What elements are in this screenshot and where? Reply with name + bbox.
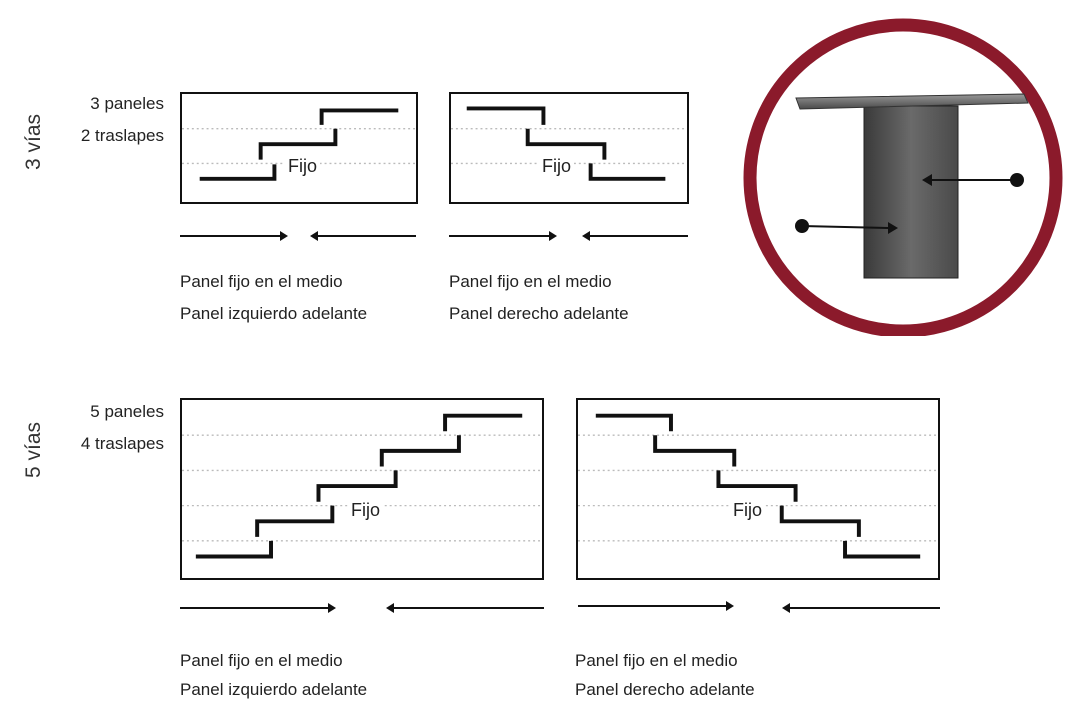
panel-step [779,505,861,537]
three-way-overlaps-count: 2 traslapes [80,126,164,145]
three-way-left-caption-1: Panel fijo en el medio [180,272,343,291]
panel-step [466,106,546,125]
panel-step [379,435,461,467]
arrow-left-icon [782,603,940,613]
five-way-panels-count: 5 paneles [90,402,164,421]
fixed-panel-label: Fijo [285,156,321,176]
three-way-right-caption-2: Panel derecho adelante [449,304,629,323]
arrow-left-icon [582,231,688,241]
three-way-left-diagram: Fijo [180,92,418,204]
pointer-dot [795,219,809,233]
five-way-left-diagram: Fijo [180,398,544,580]
five-way-left-panels [182,413,542,559]
three-way-right-diagram: Fijo [449,92,689,204]
three-way-right-panels [451,106,687,181]
arrow-left-icon [310,231,416,241]
three-way-left-panels [182,108,416,181]
pointer-arrow [888,222,898,234]
three-way-panels-count: 3 paneles [90,94,164,113]
pointer-line [801,225,889,229]
five-way-right-caption-1: Panel fijo en el medio [575,651,738,670]
post-profile [863,105,959,279]
panel-step [319,108,399,125]
panel-step [258,128,338,160]
three-way-left-caption-2: Panel izquierdo adelante [180,304,368,323]
cap-plate [795,93,1029,110]
five-way-left-caption-2: Panel izquierdo adelante [180,680,368,699]
arrow-left-icon [386,603,544,613]
arrow-right-icon [578,601,734,611]
pointer-dot [1010,173,1024,187]
panel-step [195,540,273,559]
pointer-arrow [922,174,932,186]
panel-step [653,435,737,467]
arrow-right-icon [180,231,288,241]
fixed-panel-label: Fijo [539,156,575,176]
profile-detail-icon [743,18,1063,336]
five-way-overlaps-count: 4 traslapes [80,434,164,453]
panel-step [588,163,666,181]
panel-step [199,164,277,181]
panel-step [443,413,523,432]
panel-step [316,470,398,502]
arrow-right-icon [180,603,336,613]
fixed-panel-label: Fijo [730,500,766,520]
five-way-right-panels [578,413,938,559]
panel-step [843,540,921,559]
three-way-right-caption-1: Panel fijo en el medio [449,272,612,291]
five-way-right-caption-2: Panel derecho adelante [575,680,755,699]
panel-step [525,128,607,160]
panel-step [595,413,673,432]
panel-step [255,505,335,537]
fixed-panel-label: Fijo [348,500,384,520]
five-way-right-diagram: Fijo [576,398,940,580]
arrow-right-icon [449,231,557,241]
five-way-left-caption-1: Panel fijo en el medio [180,651,343,670]
panel-step [716,470,798,502]
